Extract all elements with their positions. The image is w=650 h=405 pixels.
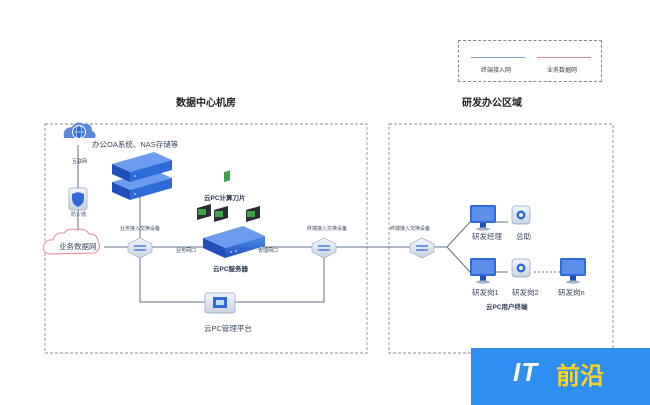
link-platform-terminal-switch — [235, 258, 325, 303]
director-label: 总助 — [516, 232, 531, 241]
link-switch-platform — [139, 258, 205, 303]
link-switch-manager — [434, 221, 471, 248]
internet-icon — [63, 122, 96, 139]
datacenter-title: 数据中心机房 — [176, 98, 236, 109]
business-switch-icon — [127, 237, 153, 259]
dev2-label: 研发岗2 — [512, 288, 539, 297]
office-title: 研发办公区域 — [462, 98, 522, 109]
logo-qianyan-text: 前沿 — [556, 362, 604, 390]
mgmt-port-label: 管理网口 — [258, 248, 279, 254]
legend-terminal-line — [471, 57, 525, 58]
blade-label: 云PC计算刀片 — [204, 195, 246, 202]
dev1-label: 研发岗1 — [472, 288, 499, 297]
office-switch-icon — [409, 237, 435, 259]
oa-nas-server-icon — [112, 152, 172, 200]
datacenter-zone — [44, 123, 368, 354]
office-switch-label: 终端接入交换设备 — [390, 226, 431, 232]
management-platform-icon — [204, 292, 236, 314]
devn-monitor-icon — [560, 258, 586, 284]
link-switch-dev1 — [446, 246, 471, 273]
legend-business-line — [537, 57, 591, 58]
terminal-switch-label: 终端接入交换设备 — [307, 226, 348, 232]
manager-monitor-icon — [470, 205, 496, 231]
business-network-label: 业务数据网 — [59, 242, 97, 251]
cloud-pc-server-icon — [203, 170, 265, 258]
user-terminal-label: 云PC用户终端 — [486, 304, 528, 311]
terminal-switch-icon — [311, 237, 337, 259]
firewall-label: 防火墙 — [71, 212, 87, 218]
blade-card-icon — [197, 204, 260, 222]
network-links — [77, 145, 560, 303]
legend: 终端接入网 业务数据网 — [458, 40, 602, 82]
business-switch-label: 业务接入交换设备 — [120, 226, 161, 232]
logo-it-text: IT — [513, 357, 539, 387]
director-pc-icon — [511, 205, 531, 225]
dev1-monitor-icon — [470, 258, 496, 284]
firewall-icon — [68, 187, 88, 211]
legend-terminal-label: 终端接入网 — [481, 68, 512, 74]
dev2-pc-icon — [511, 258, 531, 278]
manager-label: 研发经理 — [472, 232, 502, 241]
business-network-cloud-icon — [43, 228, 100, 255]
oa-nas-label: 办公OA系统、NAS存储等 — [92, 140, 179, 149]
devn-label: 研发岗n — [558, 288, 585, 297]
server-label: 云PC服务器 — [213, 266, 249, 273]
legend-business-label: 业务数据网 — [547, 68, 578, 74]
platform-label: 云PC管理平台 — [204, 324, 252, 333]
itqianyan-logo — [471, 348, 650, 405]
business-port-label: 业务网口 — [176, 248, 197, 254]
internet-label: 互联网 — [72, 159, 88, 165]
